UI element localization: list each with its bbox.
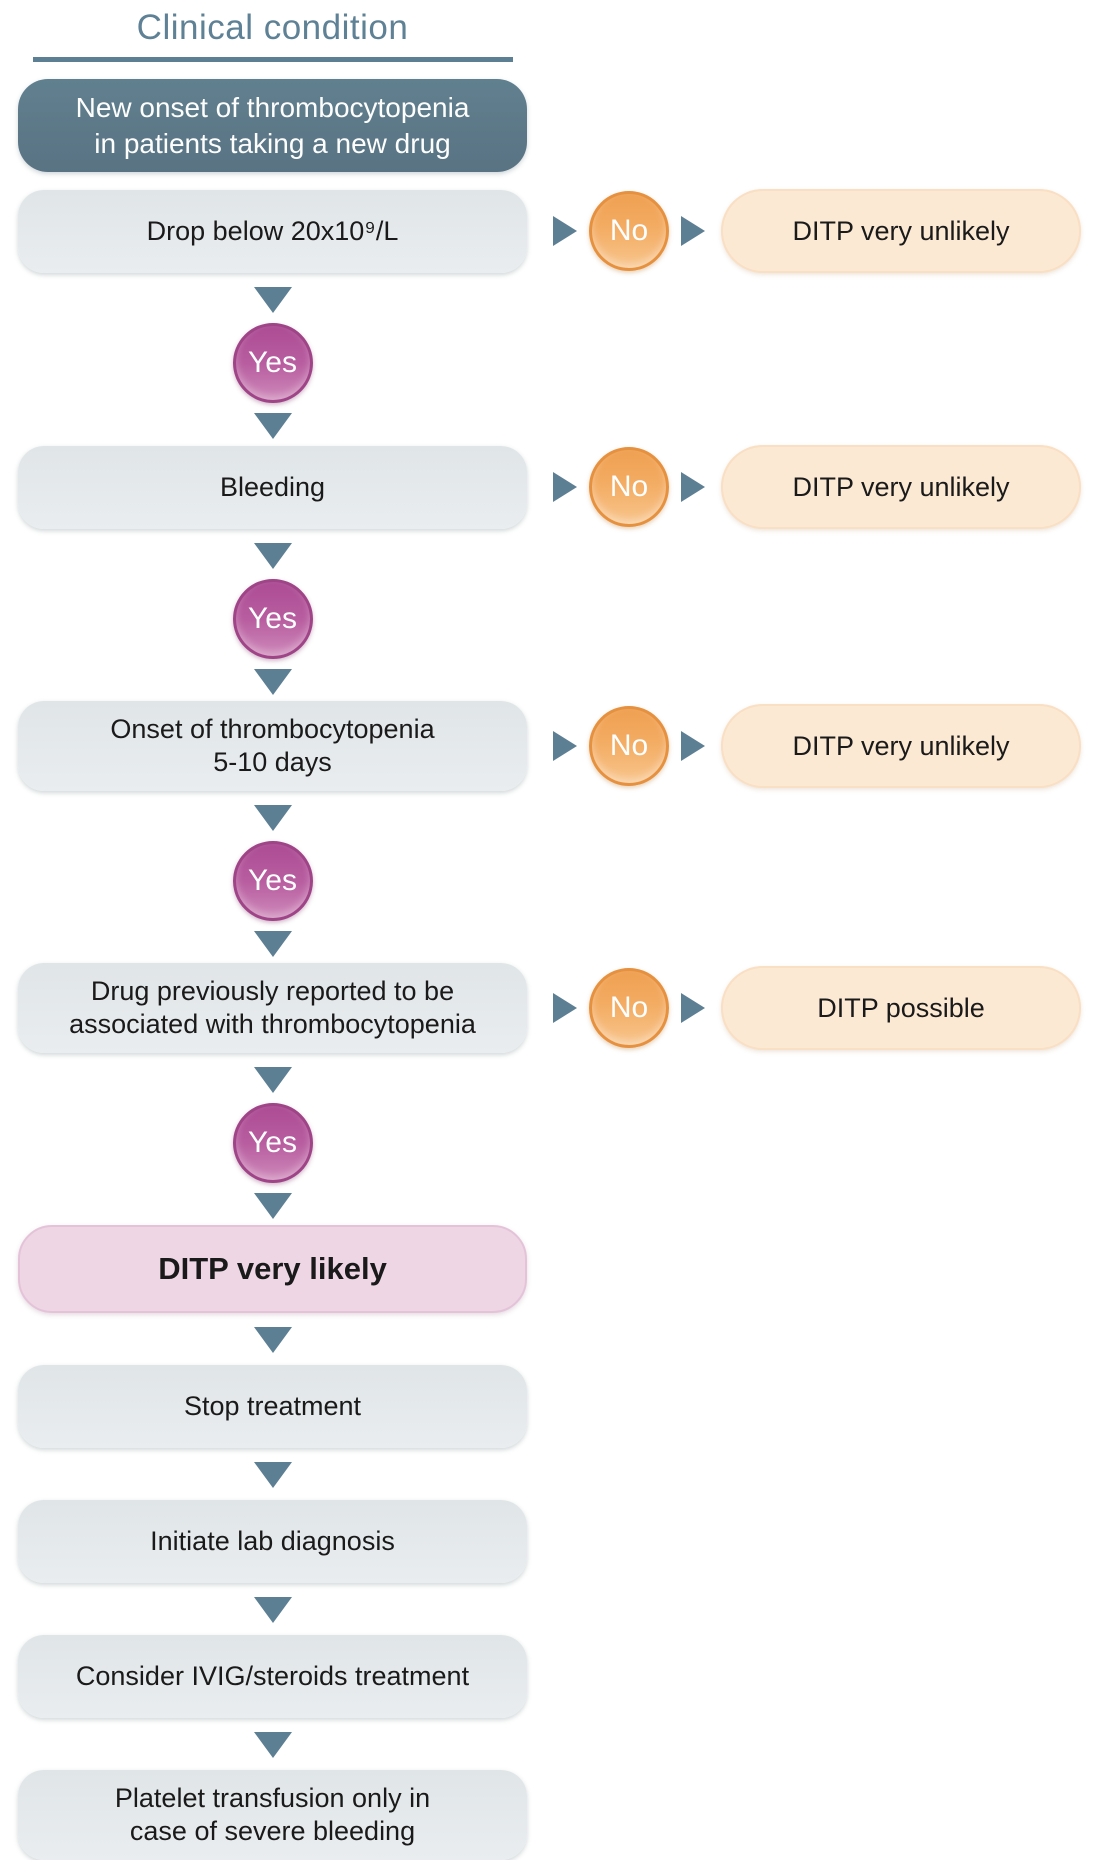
- down-arrow-icon: [253, 931, 292, 957]
- no-badge: No: [589, 706, 669, 786]
- no-branch: No DITP very unlikely: [527, 704, 1081, 788]
- yes-badge: Yes: [232, 841, 313, 921]
- no-branch: No DITP possible: [527, 966, 1081, 1050]
- action-node-lab-diagnosis: Initiate lab diagnosis: [18, 1500, 527, 1583]
- yes-connector: Yes: [18, 1053, 527, 1225]
- yes-connector: Yes: [18, 529, 527, 701]
- right-arrow-icon: [553, 731, 577, 761]
- right-arrow-icon: [681, 472, 705, 502]
- step-connector: [18, 1462, 527, 1488]
- down-arrow-icon: [253, 805, 292, 831]
- outcome-node-possible: DITP possible: [721, 966, 1081, 1050]
- right-arrow-icon: [553, 216, 577, 246]
- action-node-ivig-steroids: Consider IVIG/steroids treatment: [18, 1635, 527, 1718]
- yes-badge: Yes: [232, 579, 313, 659]
- yes-connector: Yes: [18, 791, 527, 963]
- action-node-stop-treatment: Stop treatment: [18, 1365, 527, 1448]
- down-arrow-icon: [253, 543, 292, 569]
- header: Clinical condition: [18, 8, 527, 62]
- down-arrow-icon: [253, 669, 292, 695]
- right-arrow-icon: [553, 993, 577, 1023]
- down-arrow-icon: [253, 1193, 292, 1219]
- no-badge: No: [589, 447, 669, 527]
- decision-row-bleeding: Bleeding No DITP very unlikely: [18, 445, 1104, 529]
- right-arrow-icon: [681, 216, 705, 246]
- question-node-onset-timing: Onset of thrombocytopenia 5-10 days: [18, 701, 527, 791]
- no-branch: No DITP very unlikely: [527, 445, 1081, 529]
- step-connector: [18, 1732, 527, 1758]
- decision-row-platelet-drop: Drop below 20x10⁹/L No DITP very unlikel…: [18, 189, 1104, 273]
- decision-row-drug-history: Drug previously reported to be associate…: [18, 963, 1104, 1053]
- no-badge: No: [589, 191, 669, 271]
- step-connector: [18, 1597, 527, 1623]
- page-title: Clinical condition: [136, 8, 409, 47]
- right-arrow-icon: [553, 472, 577, 502]
- down-arrow-icon: [253, 413, 292, 439]
- question-node-platelet-drop: Drop below 20x10⁹/L: [18, 189, 527, 273]
- yes-connector: Yes: [18, 273, 527, 445]
- no-branch: No DITP very unlikely: [527, 189, 1081, 273]
- yes-badge: Yes: [232, 1103, 313, 1183]
- down-arrow-icon: [253, 1067, 292, 1093]
- outcome-node-very-unlikely: DITP very unlikely: [721, 445, 1081, 529]
- right-arrow-icon: [681, 993, 705, 1023]
- yes-badge: Yes: [232, 323, 313, 403]
- question-node-drug-history: Drug previously reported to be associate…: [18, 963, 527, 1053]
- action-node-platelet-transfusion: Platelet transfusion only in case of sev…: [18, 1770, 527, 1860]
- question-node-bleeding: Bleeding: [18, 445, 527, 529]
- down-arrow-icon: [253, 1327, 292, 1353]
- title-underline: [32, 57, 513, 62]
- start-node: New onset of thrombocytopenia in patient…: [18, 79, 527, 172]
- outcome-node-very-unlikely: DITP very unlikely: [721, 704, 1081, 788]
- down-arrow-icon: [253, 287, 292, 313]
- outcome-node-very-unlikely: DITP very unlikely: [721, 189, 1081, 273]
- right-arrow-icon: [681, 731, 705, 761]
- no-badge: No: [589, 968, 669, 1048]
- down-arrow-icon: [253, 1462, 292, 1488]
- result-node-ditp-very-likely: DITP very likely: [18, 1225, 527, 1313]
- down-arrow-icon: [253, 1732, 292, 1758]
- down-arrow-icon: [253, 1597, 292, 1623]
- decision-row-onset-timing: Onset of thrombocytopenia 5-10 days No D…: [18, 701, 1104, 791]
- step-connector: [18, 1327, 527, 1353]
